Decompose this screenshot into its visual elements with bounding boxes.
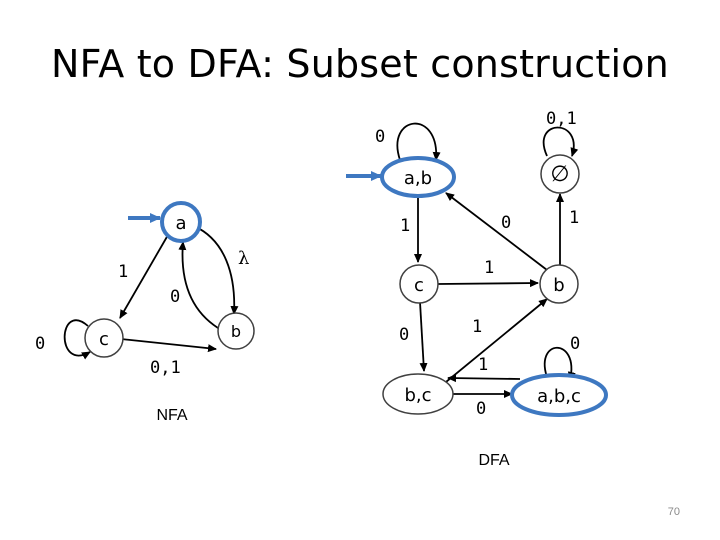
dfa-state-b: b [539, 264, 579, 304]
nfa-state-b-label: b [231, 322, 241, 341]
dfa-state-bc: b,c [382, 373, 454, 415]
dfa-label-abc-loop: 0 [570, 334, 580, 354]
nfa-label-c-to-b: 0,1 [150, 358, 181, 378]
dfa-edge-abc-to-bc [447, 374, 521, 383]
dfa-caption: DFA [478, 452, 509, 469]
dfa-state-empty: ∅ [540, 154, 580, 194]
dfa-edge-b-to-ab [445, 192, 548, 271]
dfa-edge-bc-to-b [445, 298, 548, 383]
nfa-edge-a-to-c [119, 234, 169, 319]
dfa-label-bc-to-b: 1 [472, 317, 482, 337]
nfa-state-b: b [217, 312, 255, 350]
nfa-edge-c-loop [63, 319, 91, 360]
dfa-label-b-to-empty: 1 [569, 208, 579, 228]
dfa-state-ab: a,b [380, 156, 456, 198]
dfa-label-empty-loop: 0,1 [546, 109, 577, 129]
nfa-state-c: c [84, 318, 124, 358]
nfa-edge-b-to-a [178, 241, 219, 329]
dfa-label-b-to-ab: 0 [501, 213, 511, 233]
dfa-diagram: a,b ∅ c b b,c a,b,c 0 0,1 1 0 1 1 0 1 [346, 109, 608, 469]
nfa-label-a-to-c: 1 [118, 262, 128, 282]
dfa-edge-ab-loop [396, 122, 441, 161]
nfa-label-b-to-a: 0 [170, 287, 180, 307]
dfa-state-c: c [399, 264, 439, 304]
dfa-label-c-to-b: 1 [484, 258, 494, 278]
nfa-label-c-loop: 0 [35, 334, 45, 354]
nfa-state-a-label: a [175, 213, 186, 234]
dfa-state-empty-label: ∅ [550, 162, 569, 187]
nfa-edge-a-to-b [193, 225, 239, 315]
dfa-state-c-label: c [414, 275, 424, 296]
dfa-state-bc-label: b,c [404, 385, 431, 406]
dfa-label-c-to-bc: 0 [399, 325, 409, 345]
dfa-label-bc-to-abc: 0 [476, 399, 486, 419]
dfa-label-ab-loop: 0 [375, 127, 385, 147]
nfa-state-c-label: c [99, 329, 109, 350]
nfa-label-a-to-b: λ [238, 248, 249, 269]
nfa-caption: NFA [156, 407, 187, 424]
dfa-state-b-label: b [553, 275, 564, 296]
dfa-edge-c-to-bc [419, 301, 428, 372]
nfa-diagram: a b c 1 λ 0 0 0,1 NFA [35, 201, 255, 424]
dfa-edge-abc-loop [543, 346, 576, 381]
page-number: 70 [667, 506, 680, 518]
dfa-state-abc: a,b,c [510, 373, 608, 417]
dfa-state-abc-label: a,b,c [537, 386, 581, 407]
dfa-label-abc-to-bc: 1 [478, 355, 488, 375]
dfa-edge-c-to-b [437, 279, 539, 288]
dfa-label-ab-to-c: 1 [400, 216, 410, 236]
dfa-edge-empty-loop [542, 126, 579, 157]
slide-title: NFA to DFA: Subset construction [51, 42, 669, 86]
nfa-edge-c-to-b [120, 338, 217, 353]
dfa-state-ab-label: a,b [404, 168, 432, 189]
nfa-state-a: a [160, 201, 202, 243]
